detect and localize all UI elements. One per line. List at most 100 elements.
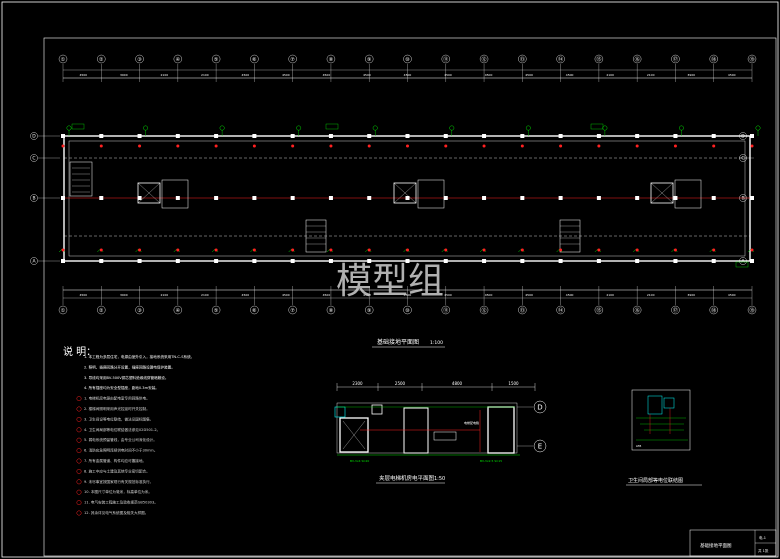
dimension-label: 4500: [79, 73, 87, 77]
dimension-label: 2100: [647, 73, 655, 77]
dimension-label: 4500: [525, 73, 533, 77]
dimension-label: 4500: [525, 293, 533, 297]
dimension-label: 4500: [728, 293, 736, 297]
dimension-label: 3900: [120, 293, 128, 297]
dimension-label: 4800: [452, 381, 463, 386]
axis-label: ⑲: [749, 307, 754, 314]
axis-label: ④: [176, 57, 181, 63]
axis-letter: D: [32, 134, 36, 140]
dimension-label: 4500: [242, 293, 250, 297]
dimension-label: 4500: [363, 73, 371, 77]
svg-text:电梯配电箱: 电梯配电箱: [464, 420, 479, 425]
note-line: 8. 施工中应与土建及其他专业密切配合。: [84, 468, 150, 473]
note-line: 4. 所有插座均为安全型插座，距地0.3m安装。: [84, 385, 159, 390]
upper-plan-title: 基础接地平面图: [377, 338, 419, 346]
axis-label: ⑲: [749, 56, 754, 63]
dimension-label: 4500: [404, 73, 412, 77]
svg-text:BV-3x4 SC20: BV-3x4 SC20: [350, 459, 369, 463]
dimension-label: 4500: [566, 293, 574, 297]
machine-room-plan: 2300 2500 4800 1500 电梯配电箱 BV-3x4 SC20 BV-3x…: [334, 381, 547, 484]
axis-label: ⑦: [290, 57, 295, 63]
svg-text:BV-3x2.5 SC15: BV-3x2.5 SC15: [480, 459, 502, 463]
note-line: 2. 照明、插座回路分开设置，插座回路设漏电保护装置。: [84, 364, 175, 369]
svg-text:LEB: LEB: [636, 444, 641, 448]
note-line: 4. 卫生间局部等电位联结做法参见02D501-2。: [84, 427, 160, 432]
axis-label: ⑱: [711, 56, 716, 63]
dimension-label: 4500: [282, 293, 290, 297]
axis-label: ③: [137, 57, 141, 63]
note-line: 1. 本工程为多层住宅，电源由室外引入，接地系统采用TN-C-S系统。: [84, 354, 194, 359]
note-line: 11. 电气安装工程施工及验收规范GB50303。: [84, 500, 158, 505]
note-line: 3. 卫生间设等电位联结，做法见国标图集。: [84, 416, 153, 421]
dimension-label: 2300: [352, 381, 363, 386]
dimension-label: 3900: [687, 293, 695, 297]
note-line: 6. 消防应急照明连续供电时间不小于30min。: [84, 448, 157, 453]
machine-room-scale: 1:50: [434, 476, 445, 482]
axis-label: ③: [137, 308, 141, 314]
notes-heading: 说 明：: [63, 345, 96, 358]
axis-label: ⑫: [482, 56, 487, 63]
axis-label: ⑮: [596, 307, 601, 314]
dimension-label: 2100: [606, 73, 614, 77]
dimension-label: 4500: [444, 293, 452, 297]
note-line: 2. 楼梯间照明采用声光控延时开关控制。: [84, 406, 150, 411]
dimension-label: 2100: [647, 293, 655, 297]
axis-label: ①: [61, 57, 66, 63]
axis-label: ⑪: [443, 56, 448, 63]
main-floor-plan: [58, 123, 761, 268]
axis-letter: C: [741, 156, 744, 162]
dimension-label: 4500: [323, 73, 331, 77]
axis-label: ⑨: [367, 308, 371, 314]
axis-letter: B: [32, 196, 35, 202]
dimension-label: 2100: [201, 293, 209, 297]
axis-label: ⑭: [558, 307, 563, 314]
dimension-label: 1500: [508, 381, 519, 386]
note-line: 3. 导线均采用BV-500V铜芯塑料绝缘线穿管暗敷设。: [84, 375, 168, 380]
axis-letter: D: [537, 403, 542, 411]
dimension-label: 4500: [404, 293, 412, 297]
dimension-label: 4500: [566, 73, 574, 77]
upper-plan-scale: 1:100: [430, 340, 443, 346]
axis-label: ⑯: [635, 307, 640, 314]
machine-room-title: 夹层电梯机房电平面图: [379, 474, 435, 482]
dimension-label: 4500: [282, 73, 290, 77]
axis-label: ⑪: [443, 307, 448, 314]
axis-label: ⑩: [405, 308, 410, 314]
note-line: 12. 其余详见电气系统图及相关大样图。: [84, 510, 148, 515]
axis-label: ②: [99, 308, 104, 314]
dimension-label: 3900: [120, 73, 128, 77]
axis-label: ⑩: [405, 57, 410, 63]
detail-title: 卫生间局部等电位联结图: [628, 477, 683, 484]
dimension-label: 4500: [485, 293, 493, 297]
axis-label: ⑧: [329, 308, 334, 314]
axis-label: ①: [61, 308, 66, 314]
equipotential-detail: LEB 卫生间局部等电位联结图: [626, 389, 702, 486]
dimension-label: 2500: [395, 381, 406, 386]
axis-label: ⑧: [329, 57, 334, 63]
dimension-label: 2100: [161, 73, 169, 77]
axis-label: ⑰: [673, 307, 678, 314]
note-line: 9. 未尽事宜按国家现行有关规范标准执行。: [84, 479, 153, 484]
dimension-label: 4500: [79, 293, 87, 297]
axis-label: ⑬: [520, 56, 525, 63]
axis-label: ⑥: [252, 57, 257, 63]
axis-label: ⑮: [596, 56, 601, 63]
dimension-label: 2100: [606, 293, 614, 297]
dimension-label: 2100: [161, 293, 169, 297]
inner-frame: [43, 37, 777, 557]
axis-label: ⑯: [635, 56, 640, 63]
dimension-label: 3900: [687, 73, 695, 77]
title-block-sheet: 电-1: [759, 535, 766, 540]
dimension-label: 2100: [201, 73, 209, 77]
axis-label: ⑥: [252, 308, 257, 314]
axis-label: ④: [176, 308, 181, 314]
axis-label: ⑤: [214, 57, 218, 63]
dimension-label: 4500: [242, 73, 250, 77]
axis-letter: E: [538, 442, 542, 450]
axis-letter: B: [741, 196, 744, 202]
axis-label: ⑦: [290, 308, 295, 314]
